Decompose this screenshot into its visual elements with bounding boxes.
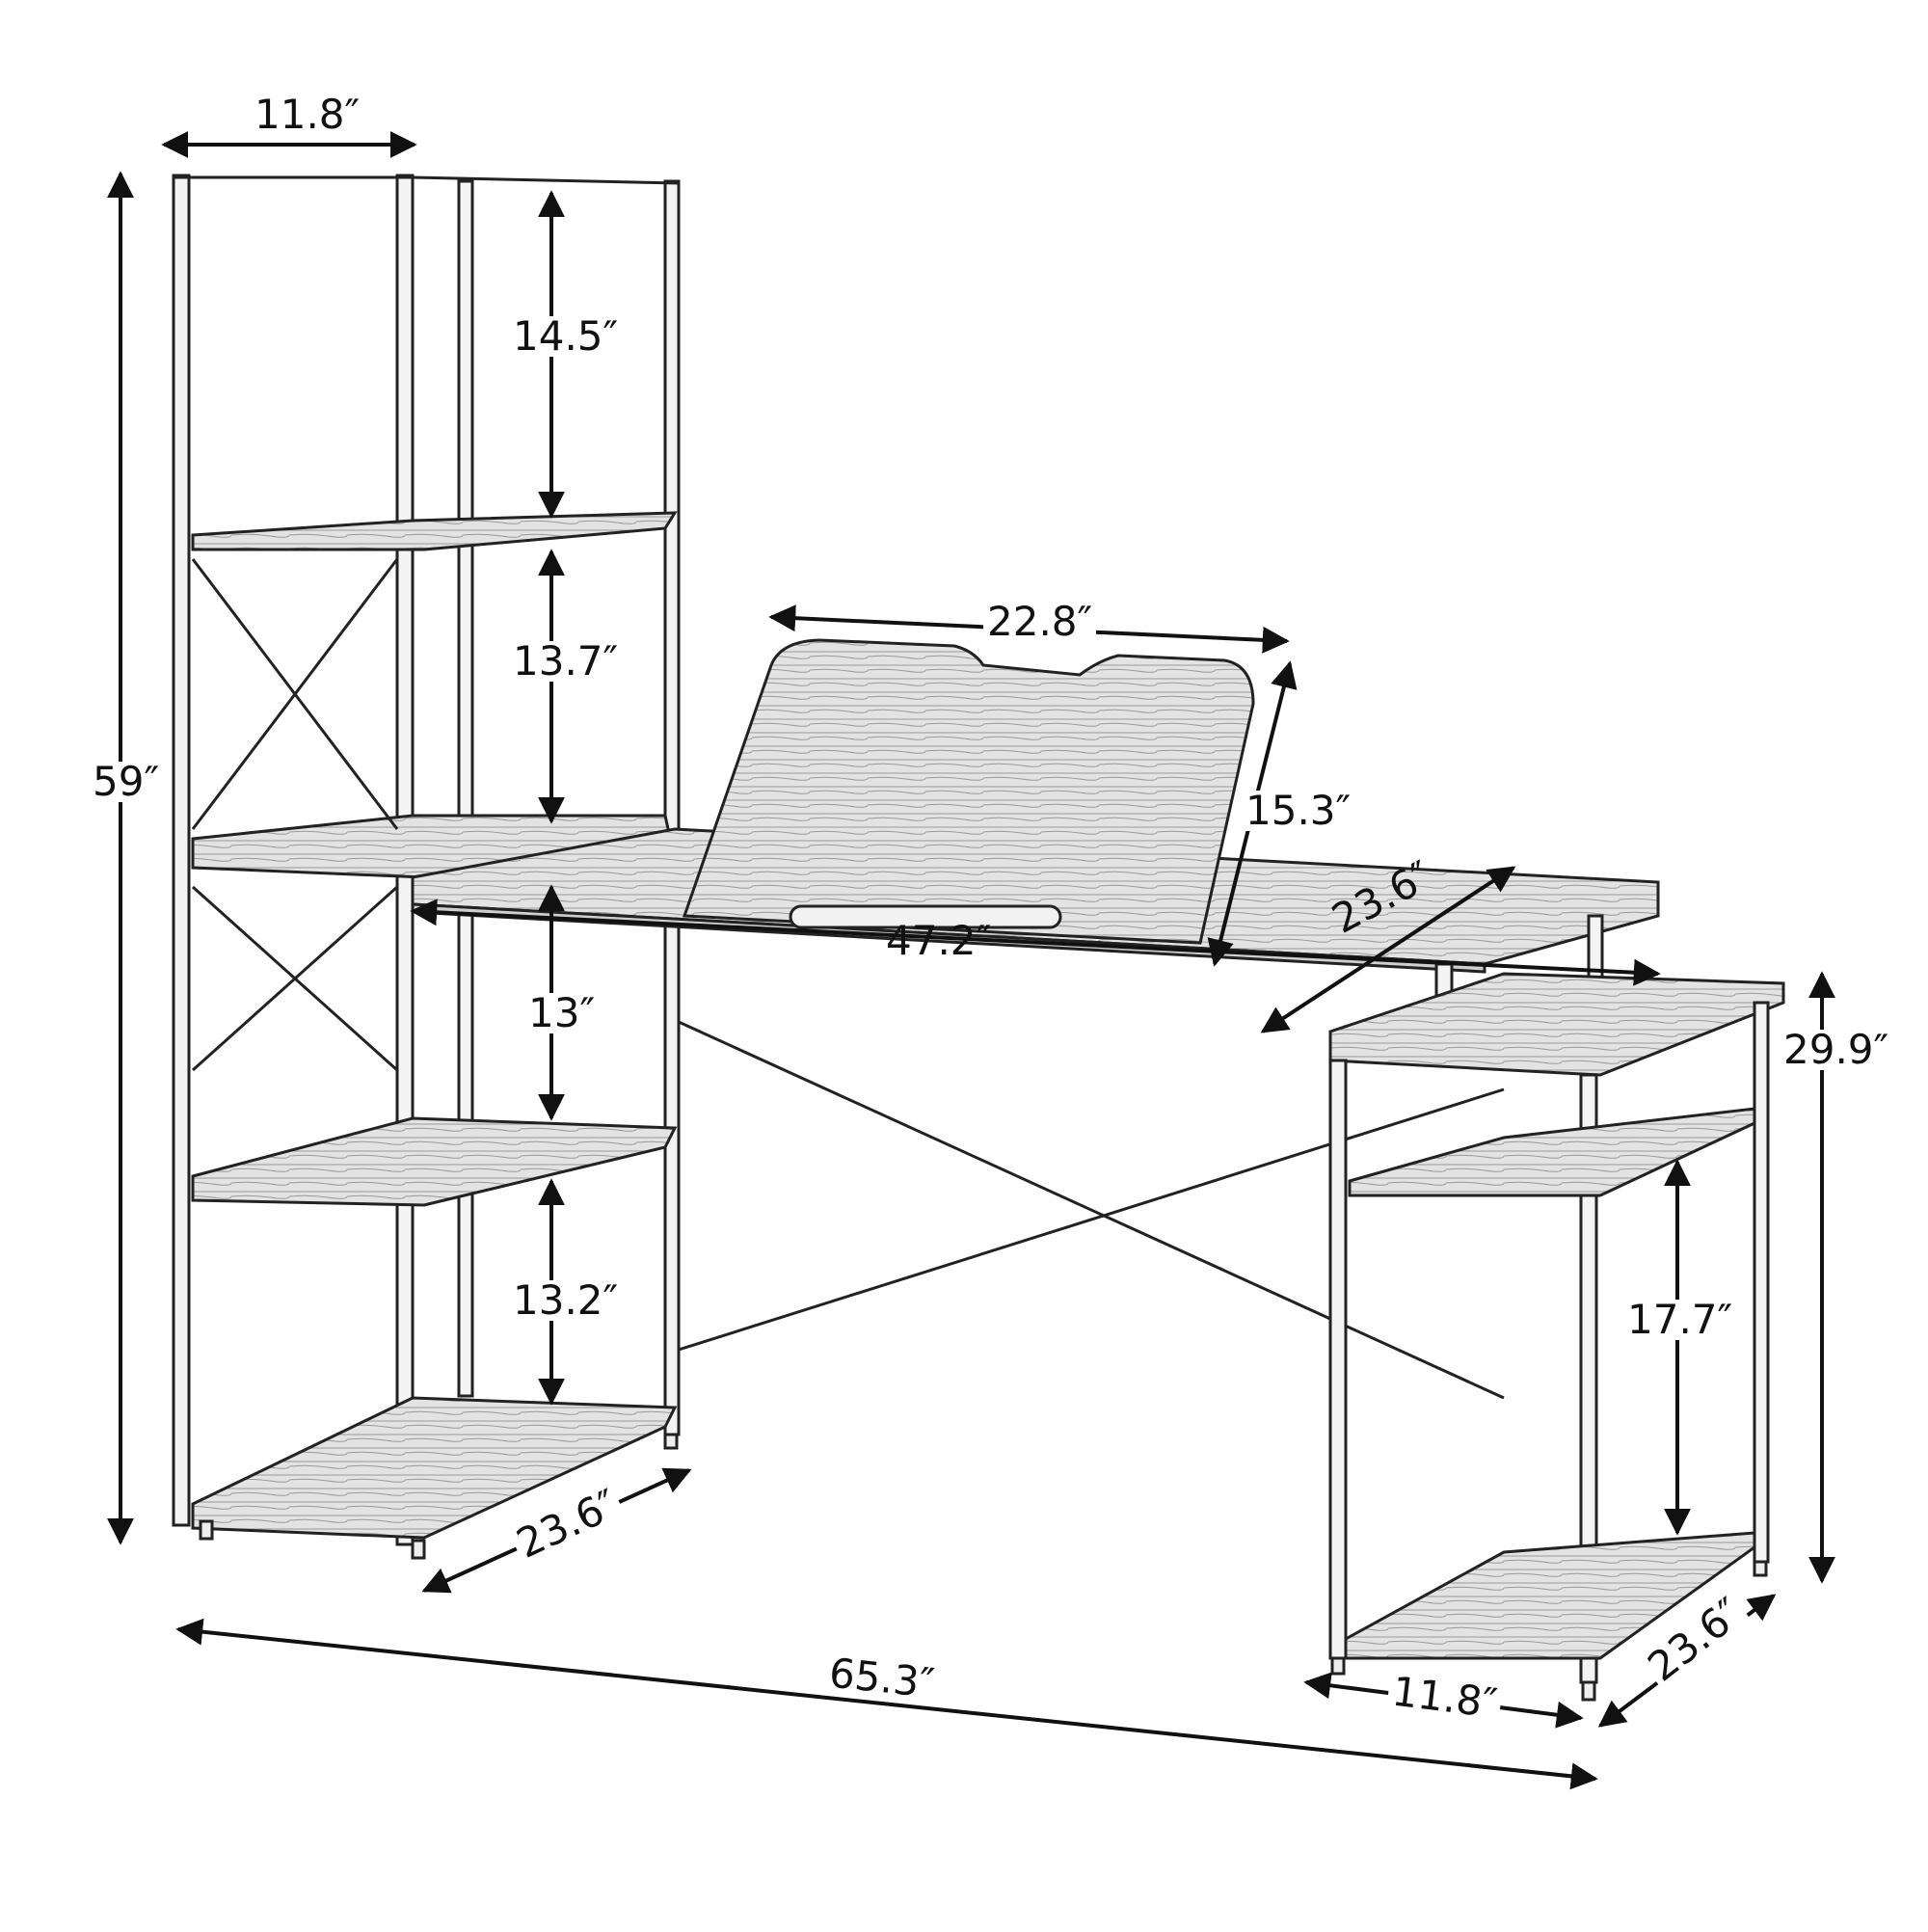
label-total-height: 59″: [89, 762, 164, 802]
shelving-tower: [172, 174, 681, 1560]
label-tower-shelf-1: 14.5″: [509, 316, 623, 357]
label-tower-width: 11.8″: [251, 94, 364, 135]
label-desk-length: 47.2″: [886, 917, 992, 964]
label-tower-shelf-4: 13.2″: [509, 1280, 623, 1321]
arrow-desk-depth: [1260, 866, 1516, 1033]
arrow-total-length: [175, 1618, 1598, 1790]
label-cabinet-shelf: 17.7″: [1623, 1300, 1737, 1340]
label-board-width: 22.8″: [983, 602, 1097, 642]
label-tower-shelf-3: 13″: [524, 993, 600, 1033]
label-cabinet-height: 29.9″: [1780, 1030, 1893, 1070]
label-tower-shelf-2: 13.7″: [509, 641, 623, 682]
label-total-length: 65.3″: [823, 1649, 941, 1707]
drafting-board: [682, 638, 1255, 945]
label-board-depth: 15.3″: [1242, 791, 1355, 831]
